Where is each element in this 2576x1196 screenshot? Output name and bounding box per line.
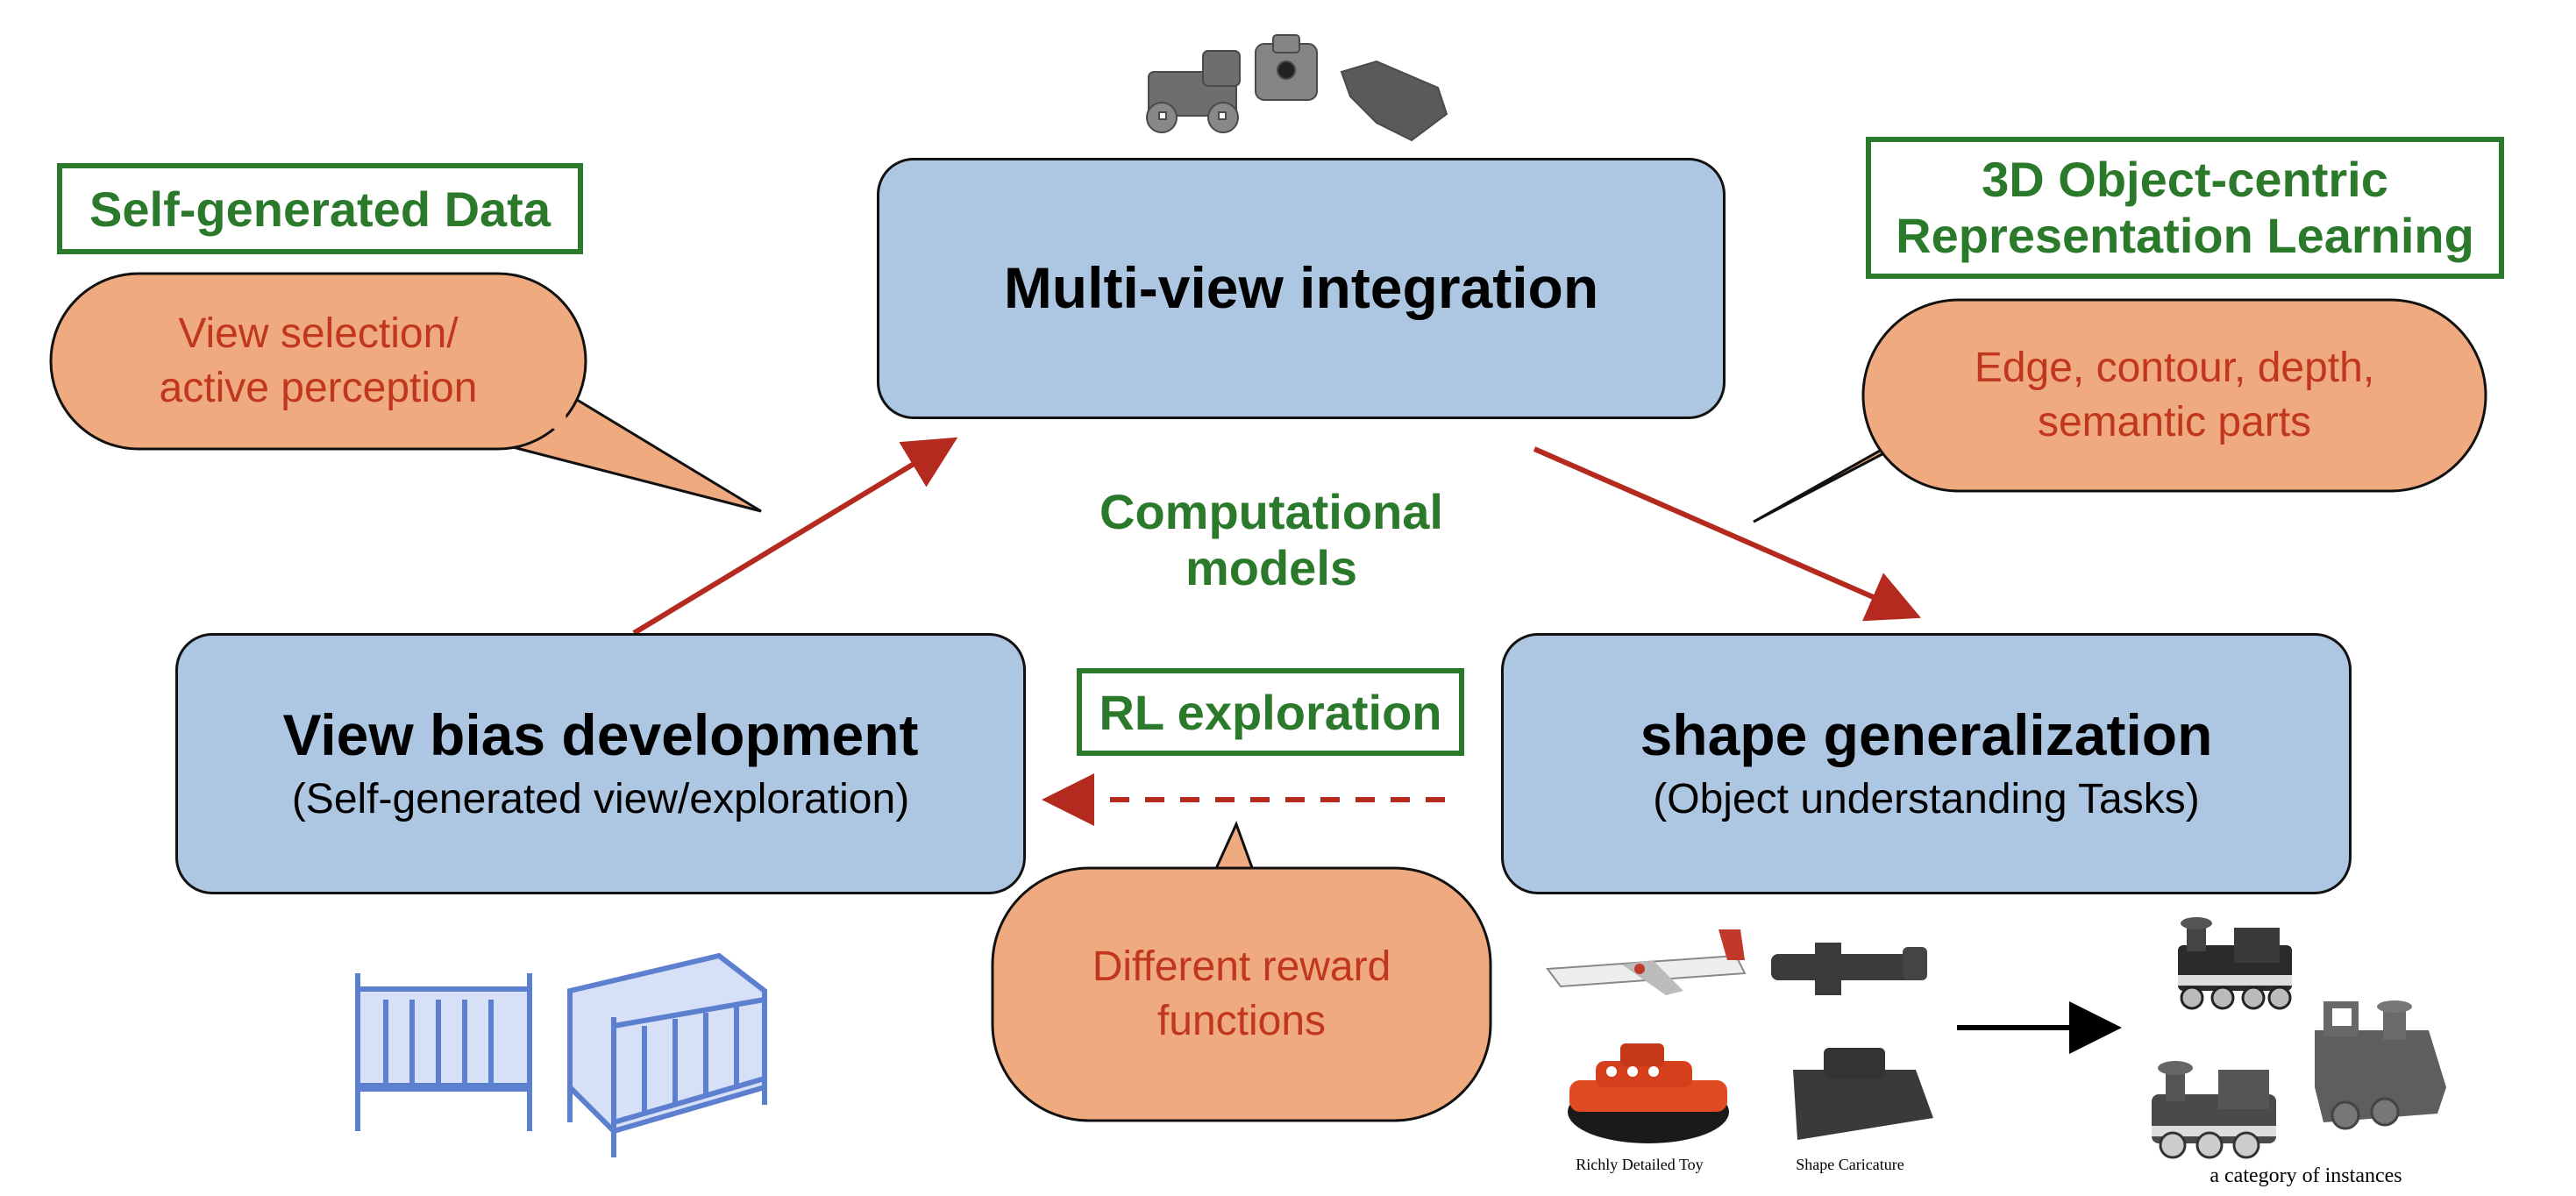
reward-bubble	[991, 821, 1492, 1122]
view-selection-line2: active perception	[159, 365, 478, 411]
view-selection-text: View selection/ active perception	[51, 274, 586, 449]
shape-caricature-caption: Shape Caricature	[1796, 1156, 1904, 1173]
reward-line1: Different reward	[1092, 943, 1391, 990]
crib-right	[567, 952, 767, 1157]
view-bias-subtitle: (Self-generated view/exploration)	[291, 776, 910, 823]
category-caption: a category of instances	[2210, 1164, 2402, 1187]
toy-train-images	[2152, 917, 2446, 1159]
multiview-title: Multi-view integration	[1003, 255, 1599, 321]
computational-line2: models	[1185, 540, 1358, 596]
toy-object-images	[1546, 929, 1933, 1143]
view-selection-line1: View selection/	[178, 310, 459, 357]
representation-learning-tag: 3D Object-centric Representation Learnin…	[1866, 137, 2504, 279]
computational-models-label: Computational models	[1035, 484, 1508, 597]
train-bottom-left	[2152, 1061, 2276, 1159]
view-selection-bubble	[49, 272, 762, 513]
toy-vehicle-icons	[1146, 34, 1448, 142]
rl-exploration-tag: RL exploration	[1077, 668, 1464, 756]
representation-line2: Representation Learning	[1896, 208, 2474, 263]
edge-line1: Edge, contour, depth,	[1974, 344, 2375, 391]
airplane-image	[1546, 929, 1747, 995]
self-generated-data-tag: Self-generated Data	[57, 163, 583, 254]
boat-caricature	[1793, 1048, 1933, 1140]
view-bias-title: View bias development	[282, 702, 919, 768]
train-top	[2178, 917, 2292, 1010]
train-bottom-right	[2315, 1000, 2446, 1130]
representation-line1: 3D Object-centric	[1982, 151, 2388, 207]
multiview-integration-box: Multi-view integration	[877, 158, 1726, 419]
arrow-multiview-to-shape	[1533, 446, 1921, 622]
shape-generalization-subtitle: (Object understanding Tasks)	[1653, 776, 2200, 823]
edge-line2: semantic parts	[2037, 399, 2312, 445]
computational-line1: Computational	[1099, 484, 1443, 539]
crib-left	[355, 973, 532, 1131]
arrow-viewbias-to-multiview	[632, 437, 958, 636]
airplane-caricature	[1771, 943, 1927, 995]
crib-images	[355, 952, 767, 1157]
shape-generalization-box: shape generalization (Object understandi…	[1501, 633, 2352, 894]
boat-image	[1568, 1043, 1729, 1143]
self-generated-data-label: Self-generated Data	[89, 181, 551, 237]
reward-line2: functions	[1156, 998, 1327, 1044]
rl-exploration-label: RL exploration	[1099, 684, 1442, 740]
edge-contour-bubble	[1753, 298, 2487, 523]
reward-text: Different reward functions	[993, 868, 1491, 1121]
richly-detailed-caption: Richly Detailed Toy	[1576, 1156, 1704, 1173]
edge-contour-text: Edge, contour, depth, semantic parts	[1863, 300, 2486, 491]
shape-generalization-title: shape generalization	[1640, 702, 2213, 768]
view-bias-box: View bias development (Self-generated vi…	[175, 633, 1026, 894]
